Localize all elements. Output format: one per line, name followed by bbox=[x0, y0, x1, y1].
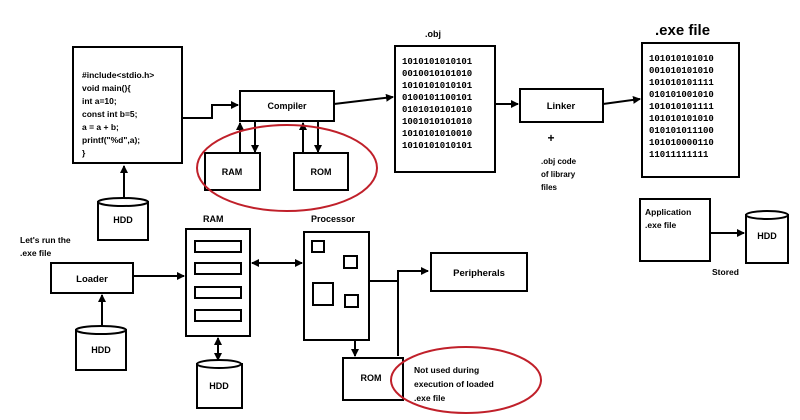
processor-unit bbox=[311, 240, 325, 253]
exe-binary-line: 101010101010 bbox=[649, 54, 714, 64]
exe-binary-block: 101010101010 001010101010 101010101111 0… bbox=[649, 54, 714, 160]
code-line: #include<stdio.h> bbox=[82, 70, 154, 80]
code-line: void main(){ bbox=[82, 83, 131, 93]
arrow-processor-to-peripherals bbox=[369, 267, 429, 282]
obj-binary-line: 1001010101010 bbox=[402, 117, 472, 127]
application-sublabel: .exe file bbox=[645, 220, 676, 230]
peripherals-label: Peripherals bbox=[453, 268, 505, 279]
rom-top-box bbox=[293, 152, 349, 191]
ram-label: RAM bbox=[203, 214, 224, 224]
not-used-line: Not used during bbox=[414, 365, 479, 375]
application-box bbox=[639, 198, 711, 262]
application-label: Application bbox=[645, 207, 691, 217]
ram-top-box bbox=[204, 152, 261, 191]
code-line: } bbox=[82, 148, 86, 158]
obj-binary-line: 1010101010101 bbox=[402, 141, 473, 151]
exe-binary-line: 101010101010 bbox=[649, 114, 714, 124]
peripherals-box bbox=[430, 252, 528, 292]
not-used-line: execution of loaded bbox=[414, 379, 494, 389]
rom-top-label: ROM bbox=[311, 167, 332, 177]
exe-binary-line: 010101011100 bbox=[649, 126, 714, 136]
obj-binary-line: 1010101010010 bbox=[402, 129, 472, 139]
arrow-source-to-compiler bbox=[182, 101, 239, 119]
exe-box bbox=[641, 42, 740, 178]
rom-bottom-label: ROM bbox=[361, 373, 382, 383]
obj-title: .obj bbox=[425, 29, 441, 39]
ram-slot bbox=[194, 309, 242, 322]
lib-note-line: of library bbox=[541, 170, 576, 179]
obj-binary-line: 0010010101010 bbox=[402, 69, 472, 79]
ram-slot bbox=[194, 286, 242, 299]
code-line: const int b=5; bbox=[82, 109, 138, 119]
exe-title: .exe file bbox=[655, 22, 710, 39]
code-line: a = a + b; bbox=[82, 122, 119, 132]
not-used-highlight-circle bbox=[390, 346, 542, 414]
lib-note-line: .obj code bbox=[541, 157, 577, 166]
compiler-label: Compiler bbox=[267, 101, 307, 111]
obj-binary-line: 1010101010101 bbox=[402, 57, 473, 67]
ram-slot bbox=[194, 240, 242, 253]
ram-top-label: RAM bbox=[222, 167, 243, 177]
obj-binary-block: 1010101010101 0010010101010 101010101010… bbox=[402, 57, 473, 151]
obj-binary-line: 0100101100101 bbox=[402, 93, 473, 103]
code-line: int a=10; bbox=[82, 96, 117, 106]
source-code-box bbox=[72, 46, 183, 164]
not-used-line: .exe file bbox=[414, 393, 445, 403]
processor-unit bbox=[344, 294, 359, 308]
arrow-linker-to-exe bbox=[602, 95, 641, 105]
obj-binary-line: 1010101010101 bbox=[402, 81, 473, 91]
obj-binary-line: 0101010101010 bbox=[402, 105, 472, 115]
hdd-loader-label: HDD bbox=[91, 345, 111, 355]
processor-unit bbox=[343, 255, 358, 269]
arrow-compiler-to-obj bbox=[333, 93, 394, 105]
stored-label: Stored bbox=[712, 267, 739, 277]
loader-box bbox=[50, 262, 134, 294]
ram-slot bbox=[194, 262, 242, 275]
obj-box bbox=[394, 45, 496, 173]
processor-label: Processor bbox=[311, 214, 356, 224]
hdd-ram-label: HDD bbox=[209, 381, 229, 391]
lib-note-line: files bbox=[541, 183, 558, 192]
exe-binary-line: 001010101010 bbox=[649, 66, 714, 76]
run-note-line: .exe file bbox=[20, 248, 51, 258]
hdd-top-label: HDD bbox=[113, 215, 133, 225]
exe-binary-line: 010101001010 bbox=[649, 90, 714, 100]
rom-bottom-box bbox=[342, 357, 404, 401]
hdd-ram-icon: HDD bbox=[196, 359, 243, 409]
code-line: printf("%d",a); bbox=[82, 135, 140, 145]
plus-sign: + bbox=[547, 131, 554, 145]
ram-rom-highlight-circle bbox=[196, 124, 378, 212]
linker-label: Linker bbox=[547, 101, 576, 112]
hdd-right-icon: HDD bbox=[745, 210, 789, 264]
linker-box bbox=[519, 88, 604, 123]
exe-binary-line: 101010000110 bbox=[649, 138, 714, 148]
run-note-line: Let's run the bbox=[20, 235, 71, 245]
hdd-loader-icon: HDD bbox=[75, 325, 127, 371]
exe-binary-line: 101010101111 bbox=[649, 78, 714, 88]
hdd-top-icon: HDD bbox=[97, 197, 149, 241]
loader-label: Loader bbox=[76, 274, 108, 285]
compiler-box bbox=[239, 90, 335, 122]
hdd-right-label: HDD bbox=[757, 231, 777, 241]
exe-binary-line: 11011111111 bbox=[649, 150, 709, 160]
exe-binary-line: 101010101111 bbox=[649, 102, 714, 112]
processor-unit bbox=[312, 282, 334, 306]
